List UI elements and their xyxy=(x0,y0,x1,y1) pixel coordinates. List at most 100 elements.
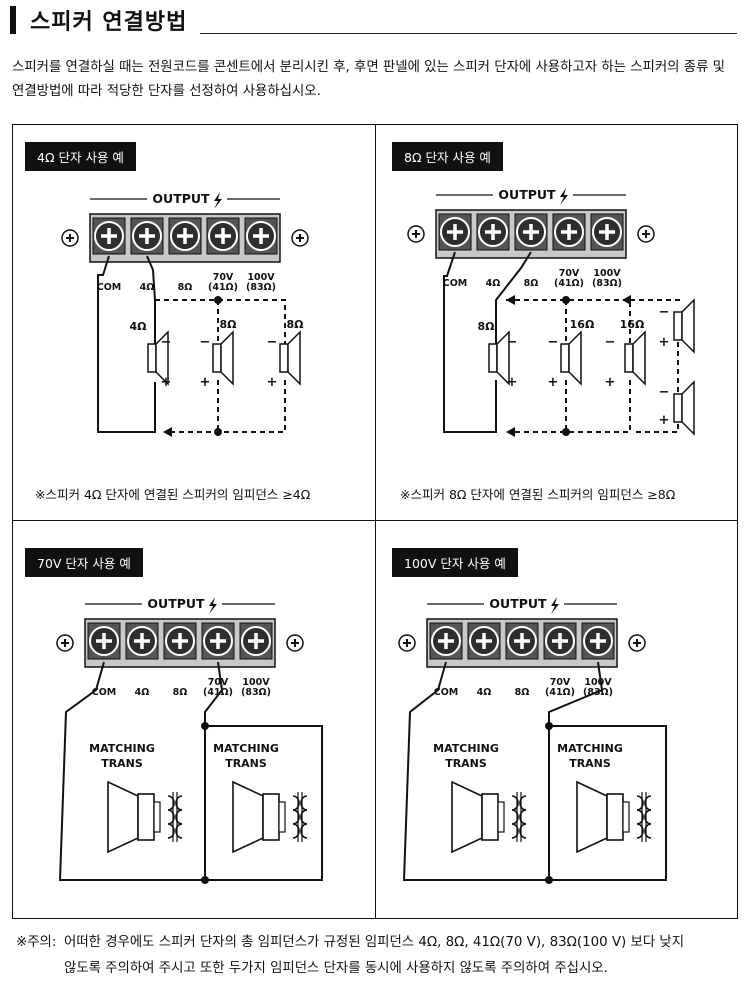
p2-spk-c-plus: + xyxy=(605,375,616,390)
p3-terminal-label-0: COM xyxy=(92,687,117,698)
p1-4ohm-wire xyxy=(146,255,156,346)
p3-screw-cross-1 xyxy=(134,633,150,649)
p3-speaker-pole-0 xyxy=(153,801,161,833)
p4-trans-label-1-a: MATCHING xyxy=(557,742,623,755)
p2-spk-c-speaker-icon xyxy=(624,343,634,373)
p2-spk-a-label: 8Ω xyxy=(477,320,495,333)
p2-screw-cross-0 xyxy=(447,224,463,240)
p1-com-wire xyxy=(97,255,156,433)
p3-transformer-icon-1-p2 xyxy=(292,823,300,839)
p4-trans-label-0-a: MATCHING xyxy=(433,742,499,755)
p4-speaker-magnet-0 xyxy=(481,793,499,841)
p1-node-bot xyxy=(214,428,222,436)
p1-spk-a-speaker-icon xyxy=(147,343,157,373)
p4-plus-mark-1 xyxy=(633,639,641,647)
p1-terminal-label-3: 70V xyxy=(213,272,234,283)
p1-terminal-sublabel-3: (41Ω) xyxy=(208,282,238,293)
p4-terminal-label-1: 4Ω xyxy=(477,687,492,698)
p3-node-bot xyxy=(201,876,209,884)
p2-node-bot xyxy=(562,428,570,436)
p2-screw-cross-2 xyxy=(523,224,539,240)
p2-terminal-sublabel-4: (83Ω) xyxy=(592,278,622,289)
p2-terminal-label-3: 70V xyxy=(559,268,580,279)
p2-spk-c-minus: − xyxy=(605,335,616,350)
caption-4ohm: ※스피커 4Ω 단자에 연결된 스피커의 임피던스 ≥4Ω xyxy=(35,487,311,502)
title-accent-bar xyxy=(10,6,16,34)
p3-trans-label-0-a: MATCHING xyxy=(89,742,155,755)
p3-output-label: OUTPUT xyxy=(147,596,205,611)
p2-arrow-right xyxy=(622,295,631,305)
p4-speaker-pole-0 xyxy=(497,801,505,833)
p3-trans-label-0-b: TRANS xyxy=(101,757,143,770)
p2-spk-b-speaker-cone xyxy=(568,330,582,386)
p1-spk-a-minus: − xyxy=(161,335,172,350)
p4-node-top xyxy=(545,722,553,730)
p1-screw-cross-4 xyxy=(253,228,269,244)
p1-spk-a-speaker-cone xyxy=(155,330,169,386)
p1-arrow-bot xyxy=(163,427,172,437)
p4-trans-label-0-b: TRANS xyxy=(445,757,487,770)
p3-terminal-label-1: 4Ω xyxy=(135,687,150,698)
p2-arrow-bot xyxy=(506,427,515,437)
p2-terminal-sublabel-3: (41Ω) xyxy=(554,278,584,289)
p3-terminal-sublabel-4: (83Ω) xyxy=(241,687,271,698)
panel-tag-100v: 100V 단자 사용 예 xyxy=(392,548,518,577)
panel-tag-70v: 70V 단자 사용 예 xyxy=(25,548,143,577)
p2-spk-e-minus: − xyxy=(659,385,670,400)
p3-speaker-icon-1 xyxy=(232,780,264,854)
p2-terminal-label-2: 8Ω xyxy=(524,278,539,289)
p1-terminal-label-4: 100V xyxy=(247,272,275,283)
note-line-2: 않도록 주의하여 주시고 또한 두가지 임피던스 단자를 동시에 사용하지 않도… xyxy=(64,961,608,976)
p1-lightning-icon xyxy=(214,192,222,209)
p3-trans-label-1-b: TRANS xyxy=(225,757,267,770)
p2-spk-a-minus: − xyxy=(507,335,518,350)
p2-terminal-label-4: 100V xyxy=(593,268,621,279)
p2-spk-e-speaker-cone xyxy=(681,380,695,436)
p4-plus-mark-0 xyxy=(403,639,411,647)
p4-trans-label-1-b: TRANS xyxy=(569,757,611,770)
p2-spk-b-minus: − xyxy=(548,335,559,350)
note-line-1: 어떠한 경우에도 스피커 단자의 총 임피던스가 규정된 임피던스 4Ω, 8Ω… xyxy=(64,935,685,950)
p1-spk-b-speaker-cone xyxy=(220,330,234,386)
p1-plus-mark-1 xyxy=(296,234,304,242)
p4-speaker-icon-0 xyxy=(451,780,483,854)
p2-output-label: OUTPUT xyxy=(498,187,556,202)
p2-terminal-label-0: COM xyxy=(443,278,468,289)
p2-spk-b-label: 16Ω xyxy=(570,318,595,331)
p4-screw-cross-0 xyxy=(438,633,454,649)
p4-screw-cross-4 xyxy=(590,633,606,649)
p4-transformer-icon-0-s2 xyxy=(519,823,527,839)
p4-speaker-magnet-1 xyxy=(606,793,624,841)
frame-divider-horizontal xyxy=(12,520,738,521)
caption-8ohm: ※스피커 8Ω 단자에 연결된 스피커의 임피던스 ≥8Ω xyxy=(400,487,676,502)
p3-plus-mark-0 xyxy=(61,639,69,647)
p1-plus-mark-0 xyxy=(66,234,74,242)
intro-text: 스피커를 연결하실 때는 전원코드를 콘센트에서 분리시킨 후, 후면 판넬에 … xyxy=(12,60,725,99)
p2-dash-top xyxy=(506,299,631,346)
p1-spk-b-label: 8Ω xyxy=(219,318,237,331)
panel-tag-8ohm: 8Ω 단자 사용 예 xyxy=(392,142,503,171)
p4-node-bot xyxy=(545,876,553,884)
panel-tag-4ohm: 4Ω 단자 사용 예 xyxy=(25,142,136,171)
p2-screw-cross-3 xyxy=(561,224,577,240)
p4-screw-cross-3 xyxy=(552,633,568,649)
p2-spk-c-speaker-cone xyxy=(632,330,646,386)
p3-screw-cross-3 xyxy=(210,633,226,649)
p3-terminal-label-4: 100V xyxy=(242,677,270,688)
p1-terminal-label-1: 4Ω xyxy=(140,282,155,293)
p4-transformer-icon-0-p2 xyxy=(511,823,519,839)
p2-node-top xyxy=(562,296,570,304)
p4-speaker-pole-1 xyxy=(622,801,630,833)
p4-terminal-label-3: 70V xyxy=(550,677,571,688)
p2-spk-d-plus: + xyxy=(659,335,670,350)
p4-terminal-label-4: 100V xyxy=(584,677,612,688)
p1-spk-b-minus: − xyxy=(200,335,211,350)
p4-speaker-icon-1 xyxy=(576,780,608,854)
frame-divider-vertical xyxy=(375,124,376,919)
p4-transformer-icon-1-p2 xyxy=(636,823,644,839)
p1-screw-cross-2 xyxy=(177,228,193,244)
p3-transformer-icon-0-s2 xyxy=(175,823,183,839)
p1-spk-c-speaker-cone xyxy=(287,330,301,386)
p3-speaker-pole-1 xyxy=(278,801,286,833)
